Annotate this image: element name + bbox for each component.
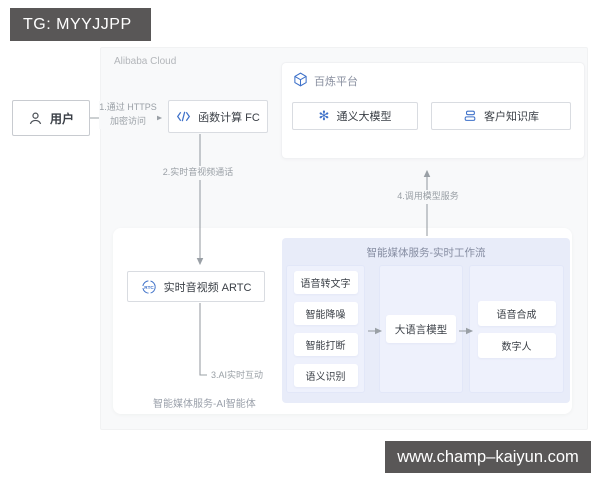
ims-ai-agent-label: 智能媒体服务-AI智能体	[153, 399, 256, 410]
bailian-title: 百炼平台	[314, 76, 358, 88]
database-icon	[463, 109, 477, 123]
tongyi-model-node: ✻ 通义大模型	[292, 102, 418, 130]
chip-speech-synthesis: 语音合成	[477, 300, 556, 326]
realtime-workflow-title: 智能媒体服务-实时工作流	[366, 247, 486, 259]
artc-node: RTC 实时音视频 ARTC	[127, 271, 265, 302]
edge-label-https-line2: 加密访问	[109, 115, 146, 126]
rtc-circle-icon: RTC	[141, 279, 157, 295]
user-icon	[28, 111, 43, 126]
workflow-stage3-column: 语音合成 数字人	[469, 265, 564, 393]
user-node: 用户	[12, 100, 90, 136]
tg-watermark-badge: TG: MYYJJPP	[10, 8, 151, 41]
knowledge-base-label: 客户知识库	[484, 111, 539, 123]
chip-semantic-recognition: 语义识别	[293, 364, 358, 387]
edge-label-ai-interaction: 3.AI实时互动	[207, 369, 267, 383]
realtime-workflow-panel: 智能媒体服务-实时工作流 语音转文字 智能降噪 智能打断 语义识别 大语言模型 …	[282, 238, 570, 403]
artc-label: 实时音视频 ARTC	[163, 281, 252, 294]
chip-noise-reduction: 智能降噪	[293, 302, 358, 325]
chip-speech-to-text: 语音转文字	[293, 271, 358, 294]
cube-icon	[293, 72, 308, 90]
alibaba-cloud-label: Alibaba Cloud	[114, 56, 177, 67]
tongyi-flower-icon: ✻	[318, 108, 330, 123]
rtc-icon-text: RTC	[144, 285, 154, 290]
edge-label-model-service: 4.调用模型服务	[392, 190, 464, 204]
tongyi-model-label: 通义大模型	[336, 111, 392, 123]
workflow-stage1-column: 语音转文字 智能降噪 智能打断 语义识别	[286, 265, 365, 393]
edge-label-rtc-call: 2.实时音视频通话	[154, 166, 242, 180]
user-label: 用户	[49, 111, 74, 126]
function-compute-label: 函数计算 FC	[198, 111, 260, 124]
knowledge-base-node: 客户知识库	[431, 102, 571, 130]
function-compute-node: 函数计算 FC	[168, 100, 268, 133]
chip-digital-human: 数字人	[477, 332, 556, 358]
site-watermark-badge: www.champ–kaiyun.com	[385, 441, 591, 473]
edge-label-https-line1: 1.通过 HTTPS	[99, 102, 157, 112]
code-brackets-icon	[176, 109, 191, 124]
edge-label-https: 1.通过 HTTPS 加密访问	[99, 101, 157, 129]
chip-llm: 大语言模型	[386, 315, 456, 343]
workflow-stage2-column: 大语言模型	[379, 265, 463, 393]
chip-smart-interrupt: 智能打断	[293, 333, 358, 356]
bailian-header: 百炼平台	[293, 72, 358, 90]
